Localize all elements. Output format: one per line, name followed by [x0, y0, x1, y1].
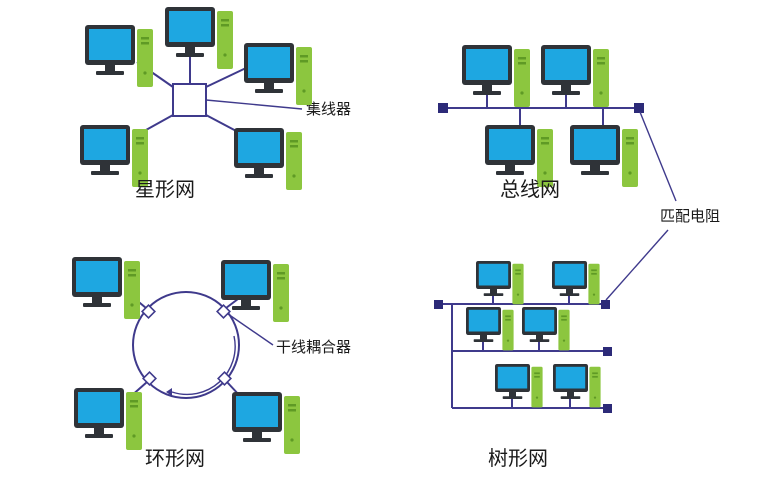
desktop-computer-icon — [553, 364, 601, 407]
bus-title: 总线网 — [500, 177, 560, 201]
terminator-label: 匹配电阻 — [660, 207, 720, 225]
desktop-computer-icon — [244, 43, 312, 105]
desktop-computer-icon — [522, 307, 570, 350]
desktop-computer-icon — [165, 7, 233, 69]
desktop-computer-icon — [462, 45, 530, 107]
coupler-label: 干线耦合器 — [276, 338, 351, 356]
tree-terminator — [434, 300, 443, 309]
desktop-computer-icon — [221, 260, 289, 322]
ring-topology: 干线耦合器 环形网 — [72, 257, 351, 470]
tree-terminator — [601, 300, 610, 309]
desktop-computer-icon — [552, 261, 600, 304]
desktop-computer-icon — [74, 388, 142, 450]
ring-direction-arrow — [171, 335, 236, 396]
desktop-computer-icon — [466, 307, 514, 350]
tree-title: 树形网 — [488, 446, 548, 470]
desktop-computer-icon — [72, 257, 140, 319]
bus-topology: 总线网 — [438, 45, 644, 201]
star-topology: 集线器 星形网 — [80, 7, 351, 201]
desktop-computer-icon — [495, 364, 543, 407]
desktop-computer-icon — [85, 25, 153, 87]
tree-topology: 树形网 — [434, 261, 612, 470]
coupler-leader-line — [227, 313, 274, 346]
ring-couplers — [141, 304, 232, 386]
bus-terminator-right — [634, 103, 644, 113]
desktop-computer-icon — [234, 128, 302, 190]
desktop-computer-icon — [476, 261, 524, 304]
tree-terminator — [603, 404, 612, 413]
terminator-callout: 匹配电阻 — [605, 111, 720, 301]
ring-trunk — [132, 291, 240, 399]
tree-terminator — [603, 347, 612, 356]
desktop-computer-icon — [570, 125, 638, 187]
star-title: 星形网 — [135, 177, 195, 201]
desktop-computer-icon — [541, 45, 609, 107]
hub — [172, 83, 207, 117]
ring-title: 环形网 — [145, 446, 205, 470]
desktop-computer-icon — [232, 392, 300, 454]
hub-label: 集线器 — [306, 100, 351, 118]
bus-terminator-left — [438, 103, 448, 113]
hub-leader-line — [205, 99, 303, 110]
